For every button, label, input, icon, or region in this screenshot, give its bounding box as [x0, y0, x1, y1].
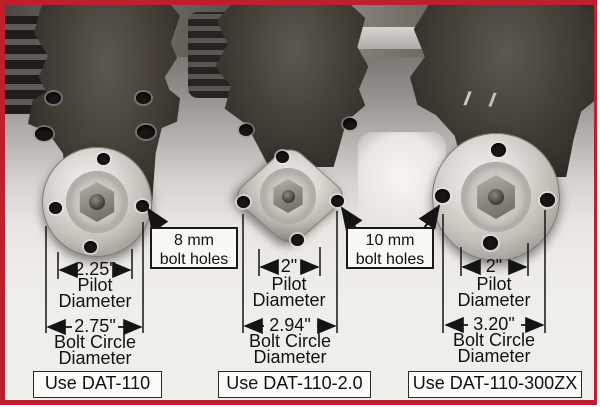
bolt-hole — [97, 153, 110, 165]
pilot-diameter-value-left: 2.25" — [74, 259, 116, 279]
right-flange-shaft-center — [488, 189, 504, 205]
bolt-hole — [84, 241, 97, 253]
pilot-diameter-label-left-2: Diameter — [58, 291, 132, 311]
callout-8mm-line1: 8 mm — [174, 232, 214, 249]
bolt-hole — [491, 143, 506, 157]
left-housing-lug-hole — [46, 92, 61, 104]
bolt-hole — [49, 202, 62, 214]
pilot-diameter-label-middle-2: Diameter — [252, 290, 326, 310]
bolt-hole — [291, 234, 304, 246]
middle-differential-housing — [215, 5, 369, 167]
scratch-mark — [463, 91, 497, 107]
left-flange-shaft-center — [89, 194, 105, 210]
bolt-circle-label-middle: Bolt Circle — [248, 331, 332, 351]
pilot-diameter-value-right: 2" — [485, 256, 503, 276]
bolt-hole — [540, 193, 555, 207]
use-part-dat-110: Use DAT-110 — [33, 371, 162, 398]
pilot-diameter-label-right: Pilot — [476, 274, 512, 294]
middle-flange-shaft-center — [282, 190, 295, 203]
callout-10mm-line2: bolt holes — [355, 251, 425, 268]
pilot-diameter-value-middle: 2" — [280, 256, 298, 276]
callout-8mm-bolt-holes: 8 mm bolt holes — [150, 227, 238, 269]
use-part-dat-110-300zx: Use DAT-110-300ZX — [408, 371, 582, 398]
bolt-circle-value-middle: 2.94" — [269, 315, 311, 335]
middle-housing-lug-hole — [343, 118, 357, 130]
middle-housing-lug-hole — [239, 124, 253, 136]
bolt-circle-label-middle-2: Diameter — [253, 347, 327, 367]
bolt-hole — [276, 151, 289, 163]
left-housing-lug-hole — [137, 125, 155, 139]
bolt-circle-label-left-2: Diameter — [58, 348, 132, 368]
bolt-hole — [331, 195, 344, 207]
callout-10mm-bolt-holes: 10 mm bolt holes — [346, 227, 434, 269]
bolt-hole — [237, 196, 250, 208]
left-housing-lug-hole — [136, 92, 151, 104]
bolt-circle-label-right-2: Diameter — [457, 346, 531, 366]
left-housing-lug-hole — [35, 127, 53, 141]
pilot-diameter-label-left: Pilot — [77, 275, 113, 295]
bolt-circle-value-left: 2.75" — [74, 316, 116, 336]
pilot-diameter-label-right-2: Diameter — [457, 290, 531, 310]
bolt-circle-label-left: Bolt Circle — [53, 332, 137, 352]
callout-10mm-line1: 10 mm — [365, 232, 415, 249]
bolt-hole — [435, 189, 450, 203]
bolt-hole — [483, 236, 498, 250]
use-part-dat-110-2-0: Use DAT-110-2.0 — [218, 371, 371, 398]
callout-8mm-line2: bolt holes — [159, 251, 229, 268]
pilot-diameter-label-middle: Pilot — [271, 274, 307, 294]
bolt-circle-label-right: Bolt Circle — [452, 330, 536, 350]
bolt-circle-value-right: 3.20" — [473, 314, 515, 334]
bolt-hole — [136, 200, 149, 212]
